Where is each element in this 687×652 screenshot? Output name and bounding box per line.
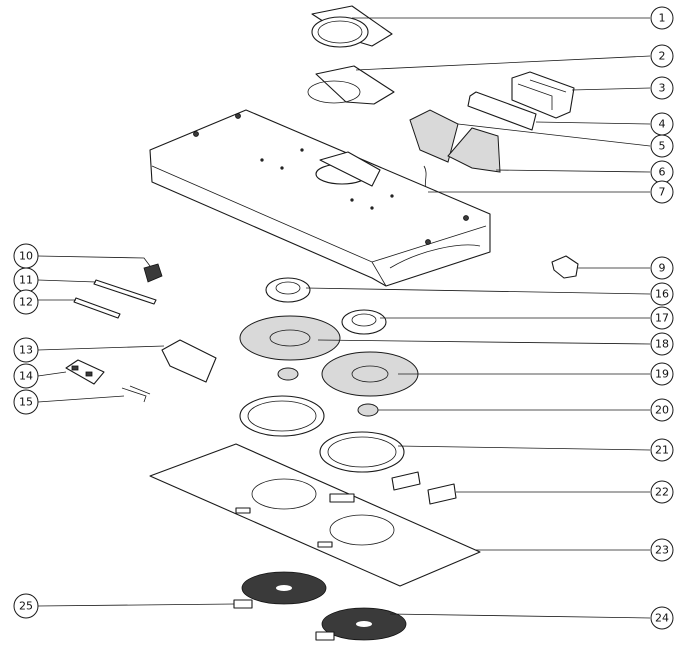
part-6-baffle [447, 127, 501, 173]
part-5-baffle [409, 109, 459, 163]
svg-text:11: 11 [19, 274, 33, 287]
callout-23: 23 [650, 538, 674, 562]
svg-text:6: 6 [659, 166, 666, 179]
callout-22: 22 [650, 480, 674, 504]
svg-text:17: 17 [655, 312, 669, 325]
callout-13: 13 [13, 337, 39, 363]
callout-20: 20 [650, 398, 674, 422]
callout-4: 4 [650, 112, 674, 136]
callout-9: 9 [650, 256, 674, 280]
part-22-light-housing [391, 471, 457, 505]
part-3-rect-duct [511, 71, 575, 119]
part-24-filter [315, 607, 407, 641]
callout-10: 10 [13, 243, 39, 269]
hood-mount-holes [193, 113, 469, 245]
callout-21: 21 [650, 438, 674, 462]
callout-19: 19 [650, 362, 674, 386]
part-1-duct-collar [311, 5, 393, 48]
svg-text:14: 14 [19, 370, 33, 383]
part-25-filter [233, 571, 327, 609]
part-13-control-bracket [161, 339, 217, 383]
svg-text:4: 4 [659, 118, 666, 131]
callout-7: 7 [650, 180, 674, 204]
svg-text:7: 7 [659, 186, 666, 199]
part-18-blower-housing [239, 315, 341, 361]
callout-5: 5 [650, 134, 674, 158]
part-11-rod [93, 279, 157, 305]
svg-text:19: 19 [655, 368, 669, 381]
svg-text:20: 20 [655, 404, 669, 417]
callout-17: 17 [650, 306, 674, 330]
part-9-bracket [551, 255, 579, 279]
svg-text:23: 23 [655, 544, 669, 557]
part-12-rod [73, 297, 121, 319]
svg-text:1: 1 [659, 12, 666, 25]
range-hood-body [149, 109, 491, 287]
svg-text:13: 13 [19, 344, 33, 357]
svg-text:16: 16 [655, 288, 669, 301]
svg-text:15: 15 [19, 396, 33, 409]
svg-text:24: 24 [655, 612, 669, 625]
svg-text:2: 2 [659, 50, 666, 63]
svg-text:3: 3 [659, 82, 666, 95]
part-16-blower-motor [265, 277, 311, 303]
callout-16: 16 [650, 282, 674, 306]
part-15-cable [121, 385, 151, 403]
part-10-capacitor [143, 263, 163, 283]
part-21-ring-frame [239, 395, 405, 473]
part-14-circuit-board [65, 359, 105, 385]
part-2-damper-plate [307, 65, 395, 105]
callout-18: 18 [650, 332, 674, 356]
callout-6: 6 [650, 160, 674, 184]
leader-lines [37, 17, 651, 619]
callout-25: 25 [13, 593, 39, 619]
part-17-blower-motor [341, 309, 387, 335]
callout-3: 3 [650, 76, 674, 100]
svg-text:12: 12 [19, 296, 33, 309]
callout-24: 24 [650, 606, 674, 630]
svg-text:9: 9 [659, 262, 666, 275]
callout-2: 2 [650, 44, 674, 68]
callout-15: 15 [13, 389, 39, 415]
svg-text:5: 5 [659, 140, 666, 153]
part-4-plate [467, 91, 537, 131]
callout-11: 11 [13, 267, 39, 293]
svg-text:21: 21 [655, 444, 669, 457]
callout-14: 14 [13, 363, 39, 389]
svg-text:22: 22 [655, 486, 669, 499]
svg-text:10: 10 [19, 250, 33, 263]
callout-12: 12 [13, 289, 39, 315]
callout-1: 1 [650, 6, 674, 30]
part-23-bottom-panel [149, 443, 481, 587]
svg-text:25: 25 [19, 600, 33, 613]
svg-text:18: 18 [655, 338, 669, 351]
